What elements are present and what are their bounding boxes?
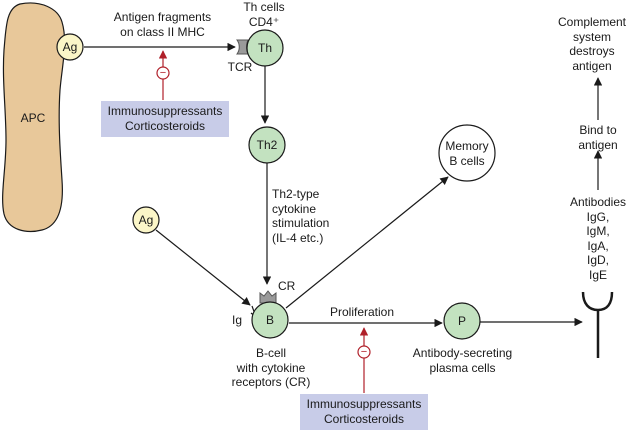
inhibit-symbol-bottom: − (360, 346, 368, 358)
th2-cytokine-line-3: stimulation (272, 216, 330, 230)
th2-cytokine-line-1: Th2-type (272, 187, 320, 201)
b-label: B (265, 313, 274, 327)
cr-receptor-shape (259, 290, 277, 304)
ig-label: Ig (232, 313, 243, 327)
antibody-shape (581, 291, 614, 312)
memory-line-2: B cells (449, 153, 485, 168)
antibodies-line-1: Antibodies (569, 195, 627, 209)
complement-line-3: destroys (569, 44, 615, 58)
antibodies-line-2: IgG, (586, 209, 610, 224)
ag-lower-circle (132, 206, 160, 234)
antibodies-line-6: IgE (588, 267, 607, 282)
immunosuppressants-box-bottom: Immunosuppressants Corticosteroids (300, 394, 428, 430)
inhibit-symbol-top-circle (156, 66, 170, 80)
antibodies-line-5: IgD, (586, 253, 609, 267)
complement-line-1: Complement (557, 15, 627, 29)
plasma-cells-label: Antibody-secreting plasma cells (405, 346, 520, 375)
complement-line-2: system (572, 29, 611, 44)
th-cells-line-1: Th cells (243, 0, 285, 14)
antibodies-label: Antibodies IgG, IgM, IgA, IgD, IgE (565, 195, 627, 282)
bind-line-2: antigen (578, 137, 618, 152)
inhibit-symbol-top: − (159, 67, 167, 79)
plasma-cells-line-2: plasma cells (429, 360, 496, 375)
b-cell-label: B-cell with cytokine receptors (CR) (225, 346, 317, 390)
bind-line-1: Bind to (579, 123, 617, 137)
b-circle (251, 301, 289, 339)
ag-top-circle (56, 33, 84, 61)
box-bottom-line-2: Corticosteroids (323, 412, 405, 426)
p-label: P (457, 314, 466, 328)
ag-top-label: Ag (62, 40, 78, 54)
antigen-fragments-line-2: on class II MHC (120, 24, 205, 39)
antigen-fragments-label: Antigen fragments on class II MHC (95, 10, 230, 39)
th2-cytokine-label: Th2-type cytokine stimulation (IL-4 etc.… (272, 187, 347, 245)
antibodies-line-3: IgM, (586, 224, 610, 238)
memory-line-1: Memory (445, 139, 489, 153)
th-label: Th (257, 41, 272, 55)
arrow-b-to-memory (285, 176, 449, 309)
box-top-line-2: Corticosteroids (124, 119, 206, 133)
th-cells-label: Th cells CD4⁺ (235, 0, 293, 29)
box-top-line-1: Immunosuppressants (107, 104, 223, 118)
bind-label: Bind to antigen (566, 123, 627, 152)
immunosuppressants-box-top: Immunosuppressants Corticosteroids (101, 101, 229, 137)
b-cell-line-3: receptors (CR) (231, 375, 311, 389)
b-cell-line-2: with cytokine (236, 360, 306, 375)
tcr-receptor-shape (236, 39, 249, 55)
inhibit-symbol-bottom-circle (357, 345, 371, 359)
memory-label: Memory B cells (437, 139, 497, 168)
th2-cytokine-line-2: cytokine (272, 201, 317, 216)
complement-line-4: antigen (572, 58, 612, 73)
antigen-fragments-line-1: Antigen fragments (113, 10, 212, 24)
b-cell-line-1: B-cell (255, 346, 286, 360)
th2-label: Th2 (256, 138, 278, 152)
plasma-cells-line-1: Antibody-secreting (412, 346, 513, 360)
memory-circle (438, 124, 496, 182)
antibodies-line-4: IgA, (587, 238, 609, 253)
p-circle (443, 302, 481, 340)
arrow-ag-to-b (155, 229, 251, 306)
proliferation-label: Proliferation (329, 305, 395, 319)
ag-lower-label: Ag (138, 213, 154, 227)
th2-cytokine-line-4: (IL-4 etc.) (272, 230, 324, 245)
box-bottom-line-1: Immunosuppressants (306, 397, 422, 411)
cr-label: CR (278, 279, 296, 293)
th-cells-line-2: CD4⁺ (248, 14, 280, 29)
complement-label: Complement system destroys antigen (557, 15, 627, 73)
tcr-label: TCR (227, 60, 253, 74)
apc-label: APC (20, 111, 46, 125)
